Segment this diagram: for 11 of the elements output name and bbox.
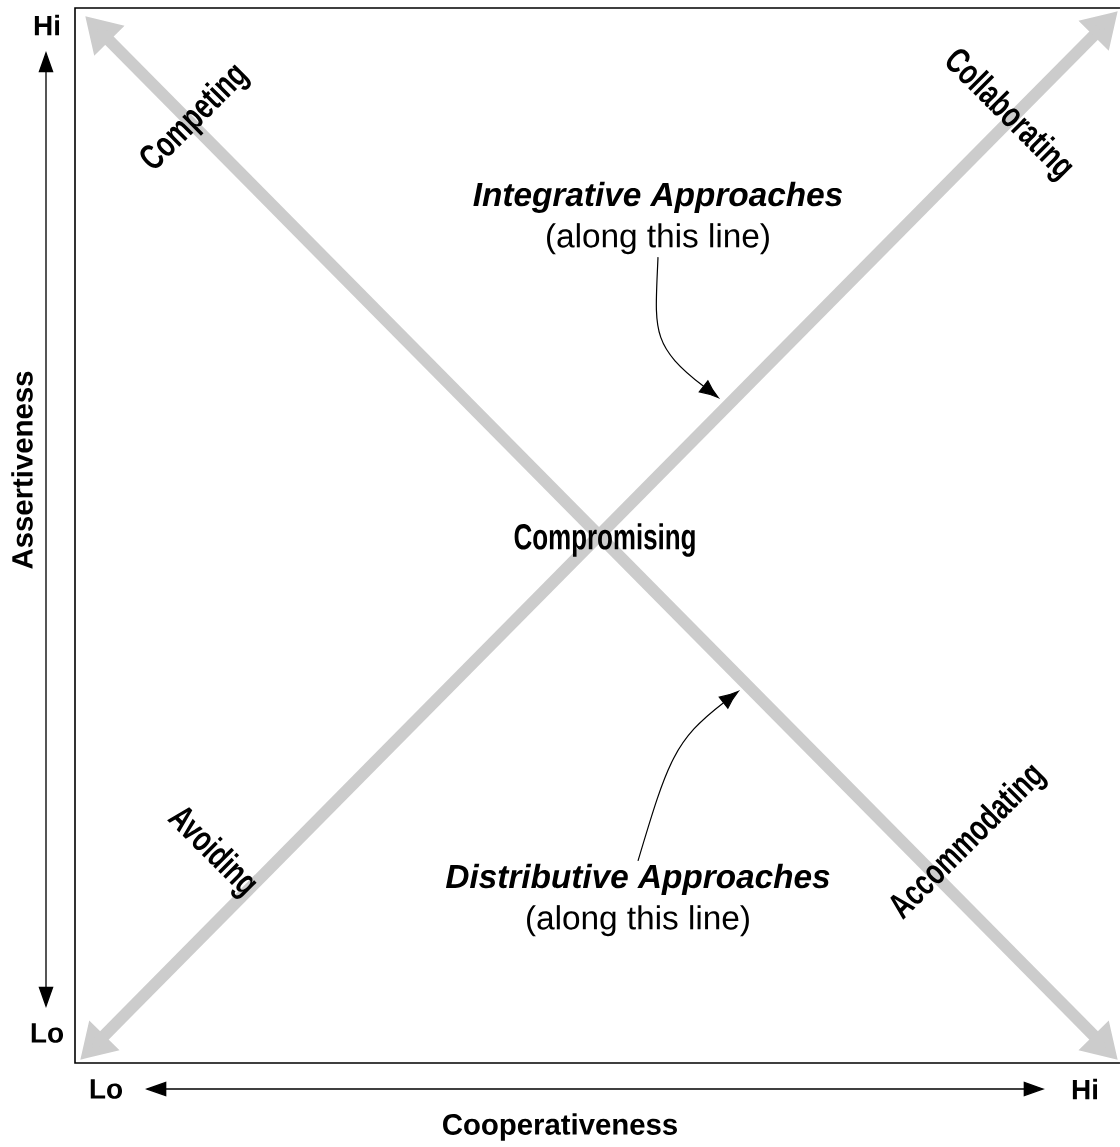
leader-arrow bbox=[655, 256, 719, 399]
axis-tick-label: Lo bbox=[90, 1079, 122, 1099]
axis-tick-label: Hi bbox=[34, 14, 59, 36]
annotation-text: Integrative Approaches (along this line) bbox=[473, 181, 843, 255]
axis-tick-label: Hi bbox=[1072, 1078, 1097, 1100]
axis-label: Assertiveness bbox=[11, 371, 33, 569]
leader-arrow bbox=[637, 690, 739, 862]
style-label: Compromising bbox=[514, 523, 695, 557]
annotation-text: Distributive Approaches (along this line) bbox=[445, 863, 830, 937]
axis-label: Cooperativeness bbox=[443, 1113, 677, 1141]
axis-tick-label: Lo bbox=[31, 1023, 63, 1043]
